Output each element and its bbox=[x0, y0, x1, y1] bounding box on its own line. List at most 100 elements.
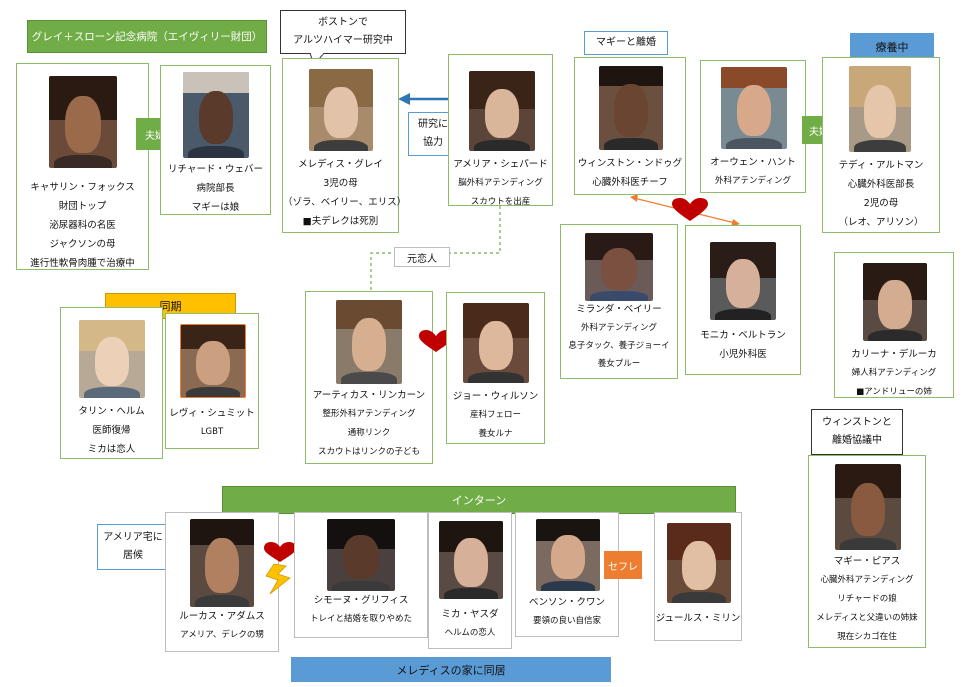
person-detail: ■アンドリューの姉 bbox=[856, 387, 932, 397]
person-detail: 通称リンク bbox=[347, 428, 391, 438]
portrait-photo bbox=[710, 242, 776, 320]
person-name: キャサリン・フォックス bbox=[30, 182, 135, 193]
person-detail: 整形外科アテンディング bbox=[322, 409, 416, 419]
person-card-simone: シモーヌ・グリフィス トレイと結婚を取りやめた bbox=[294, 512, 428, 638]
portrait-photo bbox=[309, 69, 373, 151]
person-name: ルーカス・アダムス bbox=[179, 611, 265, 622]
person-card-atticus: アーティカス・リンカーン 整形外科アテンディング 通称リンク スカウトはリンクの… bbox=[305, 291, 433, 464]
callout-text: 離婚協議中 bbox=[832, 435, 882, 446]
person-detail: 3児の母 bbox=[323, 178, 358, 189]
callout-text: 協力 bbox=[423, 137, 443, 148]
person-detail: ミカは恋人 bbox=[87, 444, 136, 455]
person-detail: スカウトを出産 bbox=[470, 197, 531, 207]
casual-relationship-tag: セフレ bbox=[604, 551, 642, 579]
person-name: タリン・ヘルム bbox=[78, 406, 145, 417]
person-detail: 小児外科医 bbox=[719, 349, 767, 360]
person-detail: スカウトはリンクの子ども bbox=[317, 447, 420, 457]
person-card-carina: カリーナ・デルーカ 婦人科アテンディング ■アンドリューの姉 bbox=[834, 252, 954, 398]
amelia-house-callout: アメリア宅に 居候 bbox=[97, 524, 169, 570]
person-card-miranda: ミランダ・ベイリー 外科アテンディング 息子タック、養子ジョーイ 養女プルー bbox=[560, 224, 678, 379]
person-name: カリーナ・デルーカ bbox=[851, 349, 937, 360]
portrait-photo bbox=[849, 66, 911, 152]
person-name: ミランダ・ベイリー bbox=[576, 304, 662, 315]
person-detail: 外科アテンディング bbox=[581, 323, 657, 333]
portrait-photo bbox=[180, 324, 246, 398]
person-detail: トレイと結婚を取りやめた bbox=[309, 614, 412, 624]
person-detail: メレディスと父違いの姉妹 bbox=[816, 613, 918, 623]
person-detail: 心臓外科医チーフ bbox=[592, 177, 668, 188]
person-detail: アメリア、デレクの甥 bbox=[180, 630, 264, 640]
portrait-photo bbox=[327, 519, 395, 591]
person-detail: 財団トップ bbox=[58, 201, 107, 212]
person-card-owen: オーウェン・ハント 外科アテンディング bbox=[700, 60, 806, 193]
person-name: アメリア・シェパード bbox=[453, 159, 548, 170]
portrait-photo bbox=[469, 71, 535, 151]
portrait-photo bbox=[439, 521, 503, 599]
person-card-maggie: マギー・ピアス 心臓外科アテンディング リチャードの娘 メレディスと父違いの姉妹… bbox=[808, 455, 926, 648]
winston-divorce-callout: ウィンストンと 離婚協議中 bbox=[811, 409, 903, 455]
person-detail: ■夫デレクは死別 bbox=[302, 216, 379, 227]
intern-label: インターン bbox=[222, 486, 736, 514]
portrait-photo bbox=[721, 67, 787, 149]
person-card-teddy: テディ・アルトマン 心臓外科医部長 2児の母 （レオ、アリソン） bbox=[822, 57, 940, 233]
person-card-benson: ベンソン・クワン 要領の良い自信家 bbox=[515, 512, 619, 637]
person-card-jules: ジュールス・ミリン bbox=[654, 512, 742, 641]
portrait-photo bbox=[863, 263, 927, 341]
portrait-photo bbox=[183, 72, 249, 158]
person-detail: ジャクソンの母 bbox=[49, 239, 116, 250]
broken-heart-icon bbox=[264, 542, 296, 595]
person-card-levi: レヴィ・シュミット LGBT bbox=[165, 313, 259, 449]
callout-text: ウィンストンと bbox=[822, 417, 892, 428]
portrait-photo bbox=[667, 523, 731, 603]
person-card-mika: ミカ・ヤスダ ヘルムの恋人 bbox=[428, 512, 512, 649]
callout-text: ボストンで bbox=[318, 17, 368, 28]
callout-text: 居候 bbox=[123, 550, 143, 561]
portrait-photo bbox=[585, 233, 653, 301]
portrait-photo bbox=[536, 519, 600, 591]
person-detail: 病院部長 bbox=[196, 183, 235, 194]
portrait-photo bbox=[336, 300, 402, 384]
person-name: リチャード・ウェバー bbox=[168, 164, 263, 175]
love-arrow-head-a bbox=[630, 194, 638, 202]
person-name: ウィンストン・ンドゥグ bbox=[577, 158, 683, 169]
hospital-title: グレイ＋スローン記念病院（エイヴィリー財団） bbox=[27, 20, 267, 53]
boston-callout: ボストンで アルツハイマー研究中 bbox=[280, 10, 406, 54]
person-name: モニカ・ベルトラン bbox=[700, 330, 786, 341]
person-card-meredith: メレディス・グレイ 3児の母 （ゾラ、ベイリー、エリス） ■夫デレクは死別 bbox=[282, 58, 406, 233]
person-detail: 養女プルー bbox=[597, 359, 641, 369]
person-name: ベンソン・クワン bbox=[528, 597, 605, 608]
ex-lover-line bbox=[370, 206, 501, 290]
person-detail: 息子タック、養子ジョーイ bbox=[568, 341, 670, 351]
person-card-jo: ジョー・ウィルソン 産科フェロー 養女ルナ bbox=[446, 292, 545, 444]
person-detail: 脳外科アテンディング bbox=[458, 178, 543, 188]
person-detail: 要領の良い自信家 bbox=[532, 616, 601, 626]
person-card-richard: リチャード・ウェバー 病院部長 マギーは娘 bbox=[160, 65, 271, 215]
person-detail: 心臓外科アテンディング bbox=[820, 575, 914, 585]
person-detail: 心臓外科医部長 bbox=[847, 179, 915, 190]
portrait-photo bbox=[190, 519, 254, 607]
person-name: ジュールス・ミリン bbox=[655, 613, 741, 624]
person-detail: リチャードの娘 bbox=[837, 594, 897, 604]
person-card-monica: モニカ・ベルトラン 小児外科医 bbox=[685, 225, 801, 375]
person-detail: 2児の母 bbox=[863, 198, 899, 209]
person-card-winston: ウィンストン・ンドゥグ 心臓外科医チーフ bbox=[574, 57, 686, 195]
person-name: マギー・ピアス bbox=[833, 556, 901, 567]
person-detail: 外科アテンディング bbox=[715, 176, 791, 186]
person-name: オーウェン・ハント bbox=[710, 157, 796, 168]
person-detail: 泌尿器科の名医 bbox=[49, 220, 116, 231]
person-detail: マギーは娘 bbox=[191, 202, 240, 213]
person-name: アーティカス・リンカーン bbox=[312, 390, 426, 401]
heart-icon bbox=[419, 330, 453, 352]
person-name: レヴィ・シュミット bbox=[169, 408, 255, 419]
portrait-photo bbox=[835, 464, 901, 550]
recuperating-label: 療養中 bbox=[850, 33, 934, 60]
meredith-house-label: メレディスの家に同居 bbox=[291, 657, 611, 682]
portrait-photo bbox=[79, 320, 145, 398]
person-card-catherine: キャサリン・フォックス 財団トップ 泌尿器科の名医 ジャクソンの母 進行性軟骨肉… bbox=[16, 63, 149, 270]
person-name: ジョー・ウィルソン bbox=[452, 391, 539, 402]
portrait-photo bbox=[599, 66, 663, 150]
person-detail: （レオ、アリソン） bbox=[838, 217, 924, 228]
person-name: メレディス・グレイ bbox=[298, 159, 383, 170]
person-detail: 医師復帰 bbox=[92, 425, 131, 436]
person-name: テディ・アルトマン bbox=[838, 160, 924, 171]
